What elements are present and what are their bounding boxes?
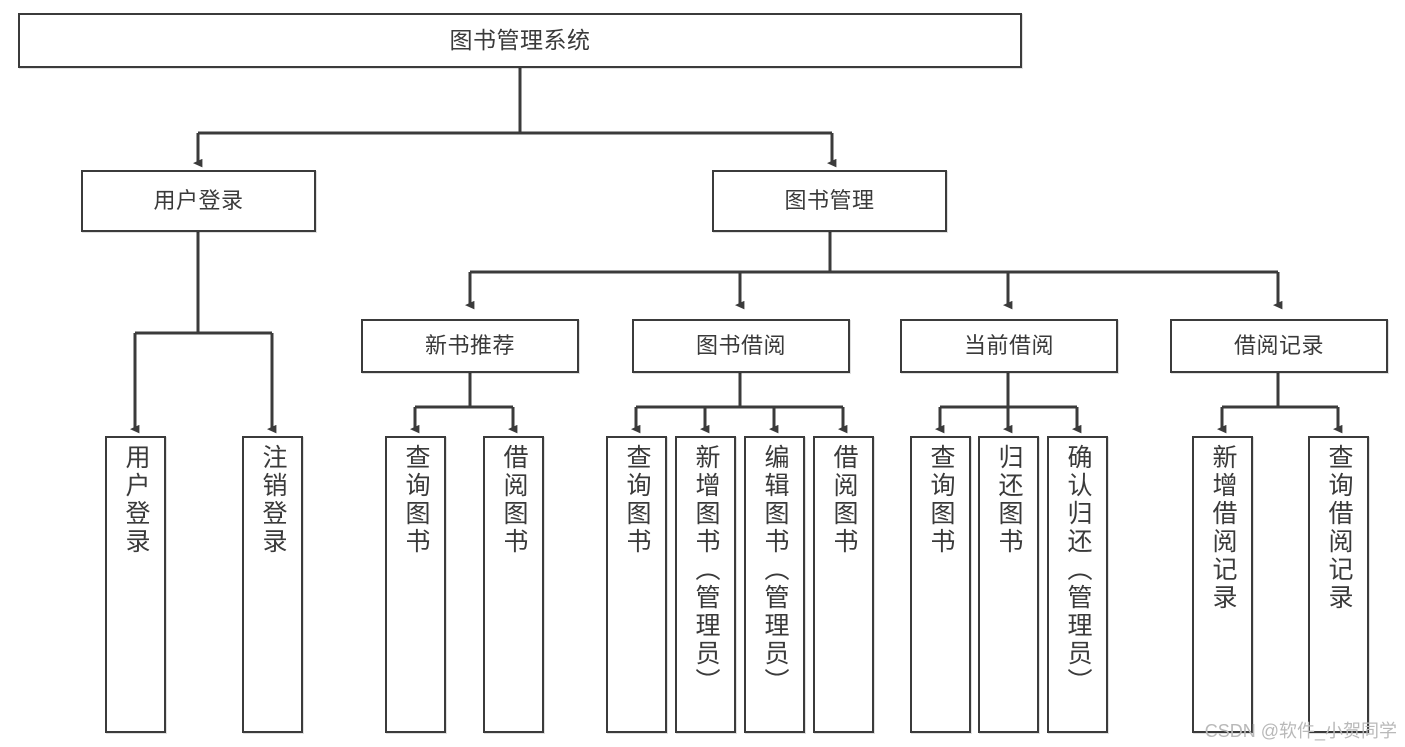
node-new-book-recommend-label: 新书推荐 bbox=[424, 333, 515, 359]
node-borrow-record-label: 借阅记录 bbox=[1233, 333, 1324, 359]
node-new-book-recommend[interactable]: 新书推荐 bbox=[361, 319, 579, 373]
node-leaf-add-record-label: 新增借阅记录 bbox=[1209, 444, 1237, 612]
node-leaf-confirm-return-label: 确认归还（管理员） bbox=[1064, 444, 1092, 696]
node-leaf-confirm-return[interactable]: 确认归还（管理员） bbox=[1047, 436, 1108, 733]
node-leaf-user-login-label: 用户登录 bbox=[122, 444, 150, 556]
node-book-borrow-label: 图书借阅 bbox=[695, 333, 786, 359]
node-book-manage-label: 图书管理 bbox=[784, 188, 875, 214]
node-root-label: 图书管理系统 bbox=[449, 26, 591, 53]
node-leaf-user-login[interactable]: 用户登录 bbox=[105, 436, 166, 733]
node-user-login[interactable]: 用户登录 bbox=[81, 170, 316, 232]
node-leaf-query-book-3[interactable]: 查询图书 bbox=[910, 436, 971, 733]
node-leaf-query-book-1[interactable]: 查询图书 bbox=[385, 436, 446, 733]
node-book-borrow[interactable]: 图书借阅 bbox=[632, 319, 850, 373]
node-leaf-query-book-1-label: 查询图书 bbox=[402, 444, 430, 556]
node-leaf-query-book-2-label: 查询图书 bbox=[623, 444, 651, 556]
node-current-borrow[interactable]: 当前借阅 bbox=[900, 319, 1118, 373]
node-borrow-record[interactable]: 借阅记录 bbox=[1170, 319, 1388, 373]
node-leaf-logout-login-label: 注销登录 bbox=[259, 444, 287, 556]
node-leaf-borrow-book-1[interactable]: 借阅图书 bbox=[483, 436, 544, 733]
node-leaf-edit-book-label: 编辑图书（管理员） bbox=[761, 444, 789, 696]
node-leaf-add-record[interactable]: 新增借阅记录 bbox=[1192, 436, 1253, 733]
watermark-text: CSDN @软件_小贺同学 bbox=[1204, 721, 1397, 741]
node-leaf-return-book-label: 归还图书 bbox=[995, 444, 1023, 556]
node-leaf-borrow-book-2-label: 借阅图书 bbox=[830, 444, 858, 556]
node-leaf-query-record[interactable]: 查询借阅记录 bbox=[1308, 436, 1369, 733]
node-leaf-query-book-3-label: 查询图书 bbox=[927, 444, 955, 556]
node-leaf-add-book[interactable]: 新增图书（管理员） bbox=[675, 436, 736, 733]
node-current-borrow-label: 当前借阅 bbox=[963, 333, 1054, 359]
node-leaf-add-book-label: 新增图书（管理员） bbox=[692, 444, 720, 696]
node-book-manage[interactable]: 图书管理 bbox=[712, 170, 947, 232]
node-leaf-query-book-2[interactable]: 查询图书 bbox=[606, 436, 667, 733]
node-leaf-logout-login[interactable]: 注销登录 bbox=[242, 436, 303, 733]
node-root[interactable]: 图书管理系统 bbox=[18, 13, 1022, 68]
node-leaf-return-book[interactable]: 归还图书 bbox=[978, 436, 1039, 733]
node-user-login-label: 用户登录 bbox=[153, 188, 244, 214]
node-leaf-borrow-book-1-label: 借阅图书 bbox=[500, 444, 528, 556]
node-leaf-borrow-book-2[interactable]: 借阅图书 bbox=[813, 436, 874, 733]
node-leaf-edit-book[interactable]: 编辑图书（管理员） bbox=[744, 436, 805, 733]
node-leaf-query-record-label: 查询借阅记录 bbox=[1325, 444, 1353, 612]
